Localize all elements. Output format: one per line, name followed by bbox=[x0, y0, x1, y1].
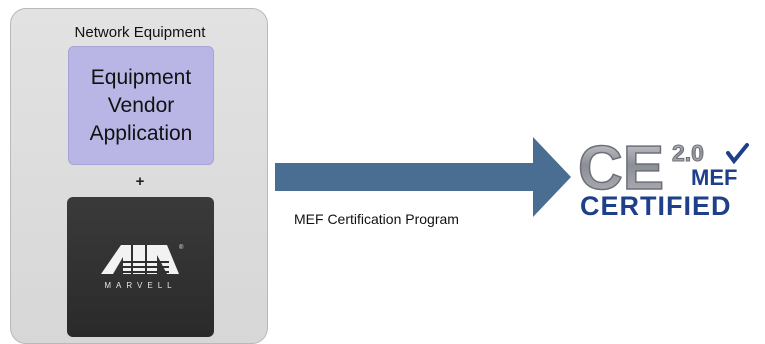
mef-certification-program-label: MEF Certification Program bbox=[294, 211, 459, 227]
network-equipment-group: Network Equipment Equipment Vendor Appli… bbox=[10, 8, 268, 344]
logo-version-text: 2.0 bbox=[672, 140, 704, 166]
logo-certified-text: CERTIFIED bbox=[580, 191, 732, 219]
plus-sign: + bbox=[135, 173, 145, 190]
app-label-line-1: Equipment bbox=[90, 65, 192, 89]
ce-2-mef-certified-logo: CE 2.0 MEF CERTIFIED bbox=[578, 137, 749, 219]
equipment-vendor-application-label: Equipment Vendor Application bbox=[90, 64, 193, 148]
marvell-wordmark: MARVELL bbox=[104, 281, 177, 290]
logo-mef-text: MEF bbox=[691, 165, 737, 190]
marvell-box: ® MARVELL bbox=[67, 197, 214, 337]
arrow-shape bbox=[275, 137, 571, 217]
logo-checkmark-icon bbox=[726, 143, 749, 165]
network-equipment-title: Network Equipment bbox=[74, 24, 206, 41]
logo-ce-text: CE bbox=[578, 137, 664, 203]
equipment-vendor-application-box: Equipment Vendor Application bbox=[68, 46, 214, 165]
marvell-registered-mark: ® bbox=[179, 244, 184, 251]
app-label-line-3: Application bbox=[89, 121, 193, 145]
marvell-logo-icon: ® bbox=[101, 244, 184, 274]
certification-arrow bbox=[275, 137, 571, 217]
app-label-line-2: Vendor bbox=[107, 93, 175, 117]
